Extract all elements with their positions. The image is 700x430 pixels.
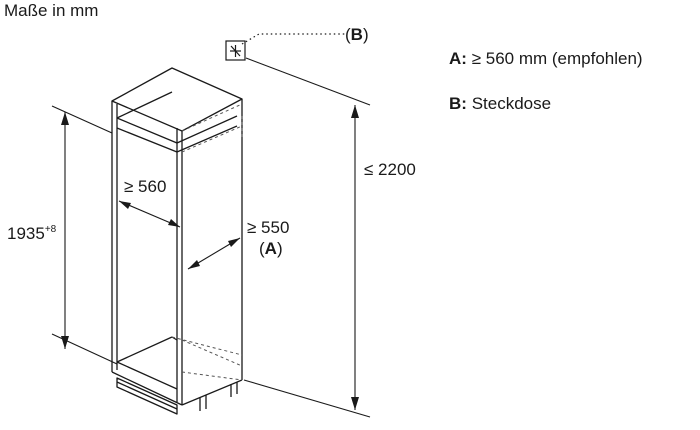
depth-ref-label: (A) xyxy=(259,239,283,258)
dimension-depth xyxy=(187,237,241,270)
callout-b-label: (B) xyxy=(345,25,369,44)
total-height-label: ≤ 2200 xyxy=(364,160,416,179)
depth-label: ≥ 550 xyxy=(247,218,289,237)
dimension-total-height xyxy=(243,57,371,418)
units-title: Maße in mm xyxy=(4,1,99,20)
legend-item-a: A: ≥ 560 mm (empfohlen) xyxy=(449,49,643,69)
niche-height-label: 1935+8 xyxy=(7,224,57,243)
legend-item-b: B: Steckdose xyxy=(449,94,551,114)
legend-key-b: B: xyxy=(449,94,467,113)
socket-icon xyxy=(225,40,246,61)
callout-leader-line xyxy=(241,33,345,45)
cabinet-hidden-edges xyxy=(171,103,243,381)
cabinet-outline xyxy=(111,67,243,415)
legend-text-a: ≥ 560 mm (empfohlen) xyxy=(471,49,643,68)
cabinet-top-panel xyxy=(111,67,243,132)
width-label: ≥ 560 xyxy=(124,177,166,196)
dimension-width xyxy=(118,200,181,228)
dimension-niche-height xyxy=(51,105,118,365)
legend-text-b: Steckdose xyxy=(471,94,552,113)
legend-key-a: A: xyxy=(449,49,467,68)
